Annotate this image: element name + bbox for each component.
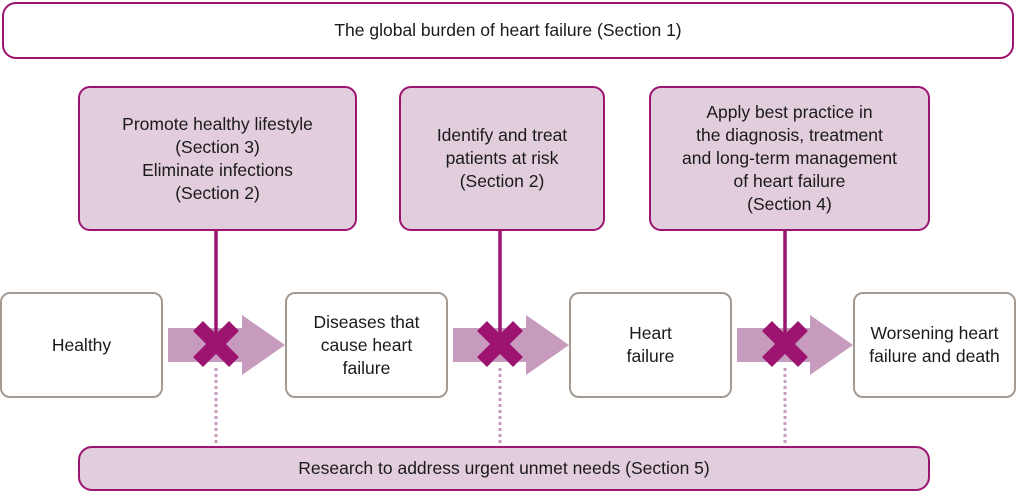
global-burden-box: The global burden of heart failure (Sect…: [2, 2, 1014, 59]
action-box-identify-treat: Identify and treat patients at risk (Sec…: [399, 86, 605, 231]
block-cross-2: [477, 321, 523, 367]
global-burden-label: The global burden of heart failure (Sect…: [334, 20, 682, 40]
stage-heart-failure: Heart failure: [569, 292, 732, 398]
stage-diseases: Diseases that cause heart failure: [285, 292, 448, 398]
action-box-prevention: Promote healthy lifestyle (Section 3) El…: [78, 86, 357, 231]
stage-worsening: Worsening heart failure and death: [853, 292, 1016, 398]
action-box-best-practice-label: Apply best practice in the diagnosis, tr…: [682, 102, 897, 214]
research-box: Research to address urgent unmet needs (…: [78, 446, 930, 491]
stage-healthy-label: Healthy: [51, 334, 112, 355]
stage-healthy: Healthy: [0, 292, 163, 398]
action-box-prevention-label: Promote healthy lifestyle (Section 3) El…: [122, 113, 313, 203]
research-label: Research to address urgent unmet needs (…: [298, 458, 710, 478]
action-box-best-practice: Apply best practice in the diagnosis, tr…: [649, 86, 930, 231]
stage-heart-failure-label: Heart failure: [626, 323, 675, 366]
block-cross-1: [193, 321, 239, 367]
action-box-identify-treat-label: Identify and treat patients at risk (Sec…: [436, 125, 568, 191]
stage-diseases-label: Diseases that cause heart failure: [313, 311, 420, 378]
stage-worsening-label: Worsening heart failure and death: [869, 323, 1000, 366]
block-cross-3: [762, 321, 808, 367]
